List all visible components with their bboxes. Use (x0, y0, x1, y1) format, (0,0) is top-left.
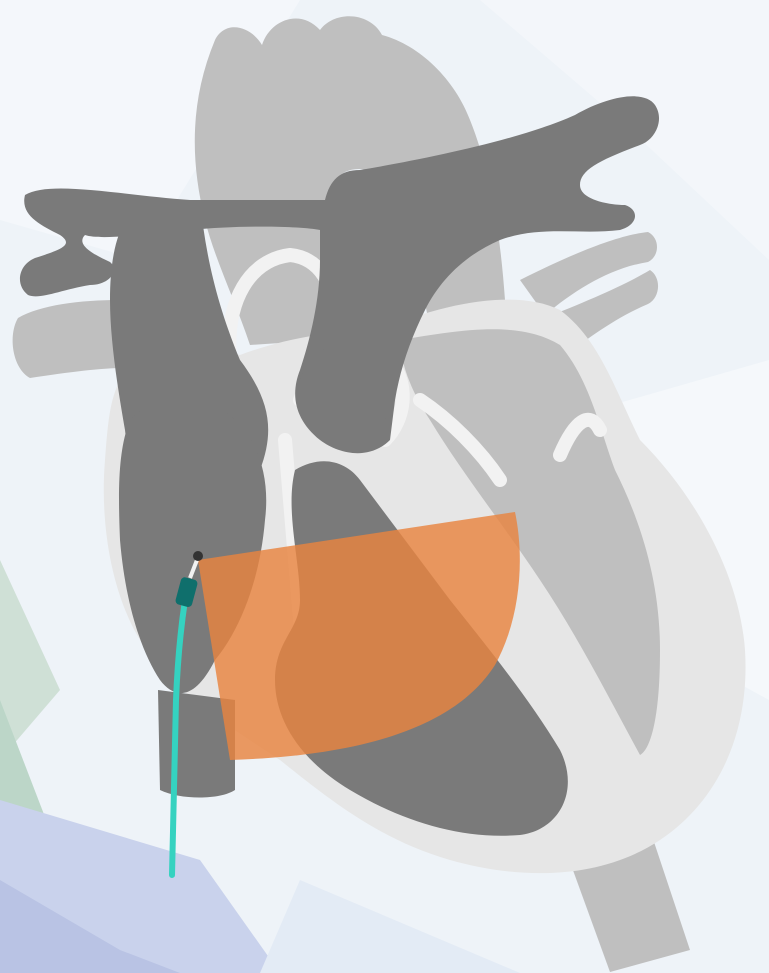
probe-tip (193, 551, 203, 561)
